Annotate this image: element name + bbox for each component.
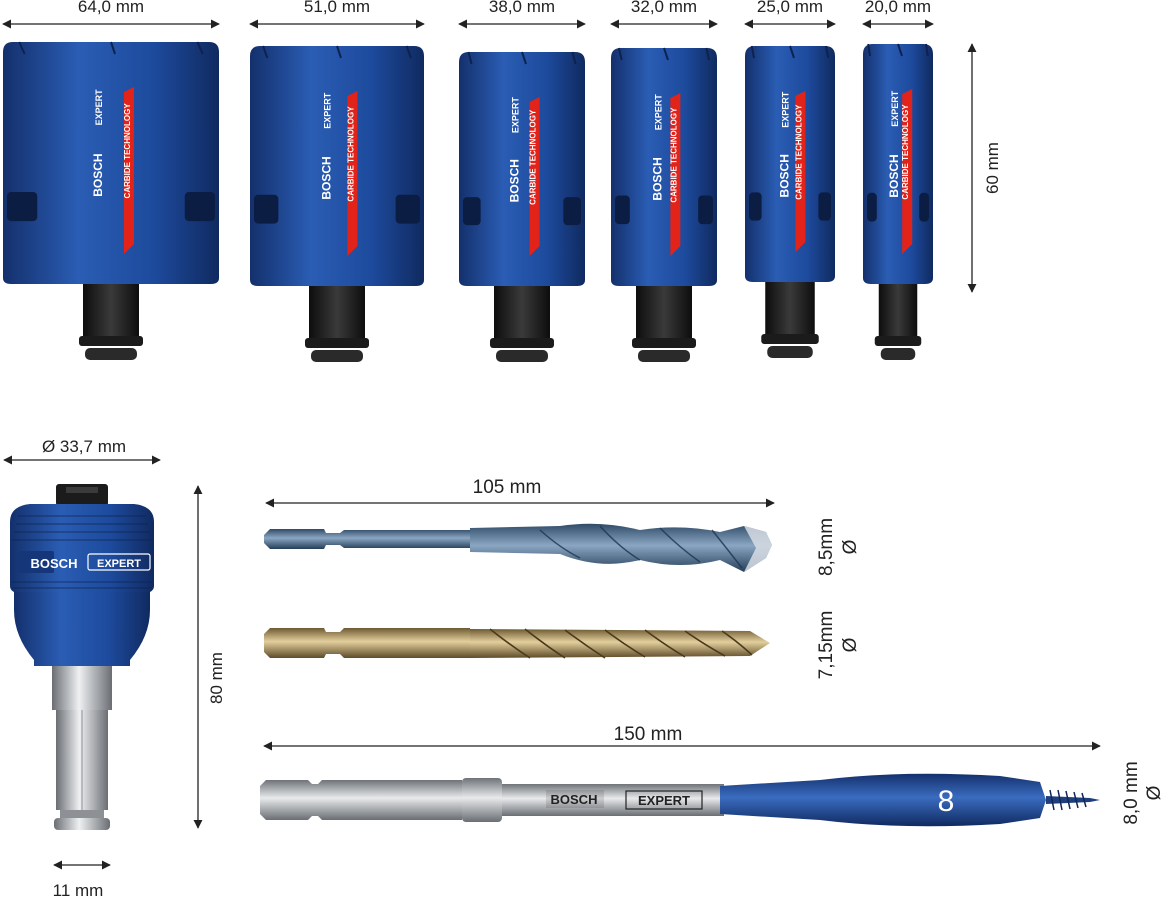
hole-saw-brand-text: BOSCH <box>778 154 792 197</box>
masonry-bit-diameter-symbol: Ø <box>840 539 861 554</box>
wood-bit-size: 8,0 mm Ø <box>1121 761 1165 824</box>
hole-saw-4: 32,0 mm BOSCH EXPERT CARBIDE TECHNOLOGY <box>610 0 718 362</box>
hole-saw-diameter-label: 38,0 mm <box>489 0 555 16</box>
adapter-brand-text: BOSCH <box>31 556 78 571</box>
hole-saw-technology-text: CARBIDE TECHNOLOGY <box>901 104 910 200</box>
hole-saw-3: 38,0 mm BOSCH EXPERT CARBIDE TECHNOLOGY <box>458 0 586 362</box>
hole-saw-height-label: 60 mm <box>983 142 1002 194</box>
adapter-length-label: 80 mm <box>207 652 226 704</box>
red-stripe <box>795 91 806 252</box>
hole-saw-line-text: EXPERT <box>94 89 104 126</box>
hole-saw-diameter-label: 64,0 mm <box>78 0 144 16</box>
hex-shank <box>878 284 918 336</box>
wood-spade-bit: BOSCH EXPERT 8 <box>260 773 1100 827</box>
drill-bit-length-dimension: 105 mm <box>265 477 775 508</box>
wood-bit-line-text: EXPERT <box>638 793 690 808</box>
hole-saw-line-text: EXPERT <box>781 91 791 128</box>
hole-saw-diameter-label: 32,0 mm <box>631 0 697 16</box>
red-stripe <box>670 93 681 256</box>
red-stripe <box>347 91 358 256</box>
hole-saw-diameter-label: 51,0 mm <box>304 0 370 16</box>
wood-bit-length-dimension: 150 mm <box>263 724 1101 751</box>
hole-saw-diameter-label: 25,0 mm <box>757 0 823 16</box>
metal-bit-diameter-symbol: Ø <box>840 637 861 652</box>
masonry-drill-bit <box>264 523 772 572</box>
hole-saw-brand-text: BOSCH <box>887 154 901 197</box>
hole-saw-body <box>863 44 933 284</box>
hole-saw-1: 64,0 mm BOSCH EXPERT CARBIDE TECHNOLOGY <box>2 0 220 360</box>
adapter-length-dimension: 80 mm <box>193 485 226 829</box>
hole-saw-2: 51,0 mm BOSCH EXPERT CARBIDE TECHNOLOGY <box>249 0 425 362</box>
hole-saw-line-text: EXPERT <box>510 97 520 134</box>
hole-saw-technology-text: CARBIDE TECHNOLOGY <box>123 103 132 199</box>
knurl-pattern <box>12 515 152 589</box>
metal-bit-size: 7,15mm Ø <box>816 611 861 680</box>
red-stripe <box>123 87 134 254</box>
hex-shank <box>83 284 139 336</box>
red-stripe <box>529 97 540 256</box>
masonry-bit-size-label: 8,5mm <box>816 518 837 576</box>
hole-saw-diameter-label: 20,0 mm <box>865 0 931 16</box>
masonry-bit-size: 8,5mm Ø <box>816 518 861 576</box>
power-change-adapter: BOSCH EXPERT <box>10 484 154 830</box>
adapter-shank-dimension: 11 mm <box>53 860 111 900</box>
wood-bit-size-label: 8,0 mm <box>1121 761 1142 824</box>
adapter-line-text: EXPERT <box>97 558 141 570</box>
wood-bit-size-number: 8 <box>938 785 955 818</box>
wood-bit-length-label: 150 mm <box>614 724 683 745</box>
hole-saw-body <box>745 46 835 282</box>
hole-saw-technology-text: CARBIDE TECHNOLOGY <box>529 109 538 205</box>
hex-shank <box>636 286 692 338</box>
metal-drill-bit <box>264 628 770 659</box>
hole-saw-body <box>250 46 424 286</box>
hole-saw-line-text: EXPERT <box>323 92 333 129</box>
adapter-diameter-label: Ø 33,7 mm <box>42 437 126 456</box>
hole-saw-brand-text: BOSCH <box>91 153 105 196</box>
metal-bit-size-label: 7,15mm <box>816 611 837 680</box>
hole-saw-brand-text: BOSCH <box>651 157 665 200</box>
adapter-diameter-dimension: Ø 33,7 mm <box>3 437 161 465</box>
hole-saw-line-text: EXPERT <box>890 90 900 127</box>
adapter-shank-label: 11 mm <box>53 881 104 900</box>
hole-saw-line-text: EXPERT <box>654 94 664 131</box>
hole-saw-body <box>611 48 717 286</box>
hole-saw-technology-text: CARBIDE TECHNOLOGY <box>346 106 355 202</box>
hole-saw-body <box>459 52 585 286</box>
hole-saw-height-dimension: 60 mm <box>967 43 1002 293</box>
hex-shank <box>309 286 365 338</box>
wood-bit-brand-text: BOSCH <box>551 792 598 807</box>
hex-shank <box>765 282 815 334</box>
hole-saw-technology-text: CARBIDE TECHNOLOGY <box>794 104 803 200</box>
hole-saw-brand-text: BOSCH <box>320 156 334 199</box>
hole-saw-brand-text: BOSCH <box>507 159 521 202</box>
drill-bit-length-label: 105 mm <box>473 477 542 498</box>
red-stripe <box>902 89 913 254</box>
wood-bit-diameter-symbol: Ø <box>1144 785 1165 800</box>
hex-shank <box>494 286 550 338</box>
hole-saw-technology-text: CARBIDE TECHNOLOGY <box>669 107 678 203</box>
hole-saw-body <box>3 42 219 284</box>
